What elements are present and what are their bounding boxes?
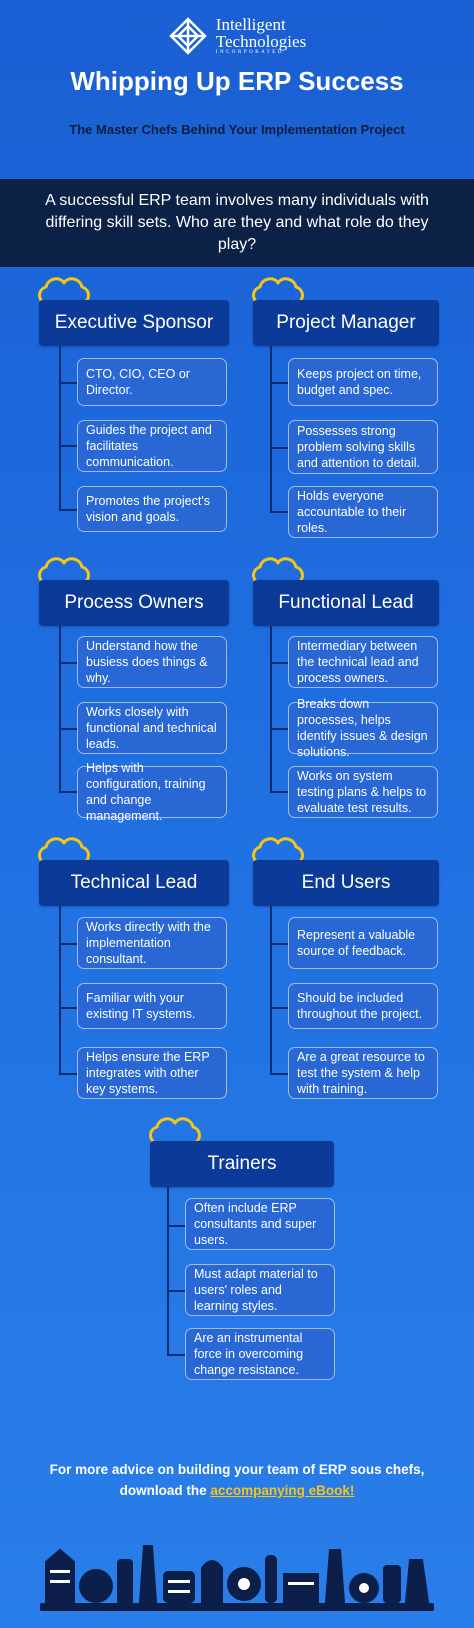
connector-line <box>270 791 288 793</box>
rolling-pin-icon <box>265 1555 277 1603</box>
role-item: Understand how the busiess does things &… <box>77 636 227 688</box>
role-item: Helps ensure the ERP integrates with oth… <box>77 1047 227 1099</box>
role-item: Possesses strong problem solving skills … <box>288 420 438 474</box>
connector-line <box>59 1073 77 1075</box>
connector-line <box>270 626 272 792</box>
connector-line <box>59 626 61 792</box>
connector-line <box>59 728 77 730</box>
kitchen-utensils-illustration <box>40 1545 434 1611</box>
role-title-project-manager: Project Manager <box>253 300 439 346</box>
connector-line <box>59 445 77 447</box>
page-title: Whipping Up ERP Success <box>70 66 404 96</box>
role-item: Must adapt material to users' roles and … <box>185 1264 335 1316</box>
connector-line <box>270 382 288 384</box>
container-icon <box>283 1573 319 1603</box>
connector-line <box>59 906 61 1074</box>
logo-line3: INCORPORATED <box>215 50 284 55</box>
role-item: Breaks down processes, helps identify is… <box>288 697 438 759</box>
connector-line <box>59 662 77 664</box>
pot-icon <box>79 1569 113 1603</box>
cup-icon <box>383 1565 401 1603</box>
connector-line <box>270 511 288 513</box>
box-icon <box>163 1571 195 1603</box>
company-logo: Intelligent Technologies INCORPORATED <box>0 12 474 60</box>
role-item: Works directly with the implementation c… <box>77 917 227 969</box>
role-item: Represent a valuable source of feedback. <box>288 917 438 969</box>
connector-line <box>270 1073 288 1075</box>
connector-line <box>167 1290 185 1292</box>
role-title-functional-lead: Functional Lead <box>253 580 439 626</box>
role-item: Guides the project and facilitates commu… <box>77 420 227 472</box>
role-item: Are an instrumental force in overcoming … <box>185 1328 335 1380</box>
footer-line1: For more advice on building your team of… <box>49 1462 425 1477</box>
bottle-icon <box>324 1549 346 1603</box>
connector-line <box>59 943 77 945</box>
connector-line <box>167 1187 169 1355</box>
role-title-end-users: End Users <box>253 860 439 906</box>
role-item: Keeps project on time, budget and spec. <box>288 358 438 406</box>
intro-text: A successful ERP team involves many indi… <box>45 192 429 253</box>
role-title-process-owners: Process Owners <box>39 580 229 626</box>
knot-logo-icon <box>169 17 207 55</box>
connector-line <box>167 1354 185 1356</box>
page-subtitle: The Master Chefs Behind Your Implementat… <box>69 122 405 137</box>
intro-banner: A successful ERP team involves many indi… <box>0 179 474 267</box>
role-title-technical-lead: Technical Lead <box>39 860 229 906</box>
connector-line <box>270 1007 288 1009</box>
role-item: Works on system testing plans & helps to… <box>288 766 438 818</box>
pitcher-icon <box>404 1559 430 1603</box>
role-item: Should be included throughout the projec… <box>288 983 438 1029</box>
connector-line <box>59 791 77 793</box>
bottle-icon <box>138 1545 158 1603</box>
role-item: Familiar with your existing IT systems. <box>77 983 227 1029</box>
connector-line <box>59 382 77 384</box>
role-item: Holds everyone accountable to their role… <box>288 486 438 538</box>
connector-line <box>59 346 61 510</box>
connector-line <box>59 1007 77 1009</box>
logo-line1: Intelligent <box>215 15 286 34</box>
connector-line <box>270 943 288 945</box>
jar-icon <box>201 1560 223 1603</box>
connector-line <box>270 447 288 449</box>
bottle-icon <box>45 1548 75 1603</box>
role-item: Often include ERP consultants and super … <box>185 1198 335 1250</box>
role-item: CTO, CIO, CEO or Director. <box>77 358 227 406</box>
ebook-link[interactable]: accompanying eBook! <box>210 1483 355 1498</box>
role-item: Intermediary between the technical lead … <box>288 636 438 688</box>
role-item: Are a great resource to test the system … <box>288 1047 438 1099</box>
connector-line <box>270 906 272 1074</box>
connector-line <box>270 346 272 512</box>
logo-line2: Technologies <box>215 32 307 51</box>
footer-line2-prefix: download the <box>119 1483 211 1498</box>
connector-line <box>167 1225 185 1227</box>
jar-icon <box>117 1559 133 1605</box>
footer-cta: For more advice on building your team of… <box>0 1459 474 1501</box>
connector-line <box>270 728 288 730</box>
role-item: Works closely with functional and techni… <box>77 702 227 754</box>
role-item: Promotes the project's vision and goals. <box>77 486 227 532</box>
connector-line <box>59 509 77 511</box>
connector-line <box>270 662 288 664</box>
role-item: Helps with configuration, training and c… <box>77 761 227 823</box>
role-title-trainers: Trainers <box>150 1141 334 1187</box>
role-title-executive-sponsor: Executive Sponsor <box>39 300 229 346</box>
